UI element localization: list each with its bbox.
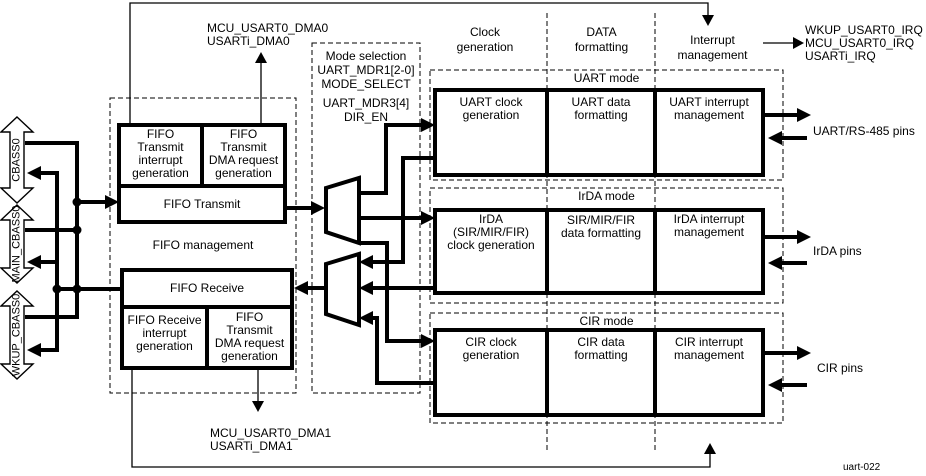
cir-clock-cell-label: CIR clock generation bbox=[462, 335, 520, 362]
uart-pins-in-arrowhead bbox=[768, 131, 782, 145]
bus-label-main-cbass0: MAIN_CBASS0 bbox=[10, 205, 23, 283]
cir-interrupt-cell-label: CIR interrupt management bbox=[673, 335, 745, 362]
fifo-tx-interrupt-label: FIFO Transmit interrupt generation bbox=[132, 127, 189, 180]
rx-interrupt-route bbox=[131, 368, 711, 468]
irda-mode-title: IrDA mode bbox=[578, 189, 635, 203]
dma0-signal-label: MCU_USART0_DMA0 USARTi_DMA0 bbox=[207, 21, 329, 48]
irda-clock-cell-label: IrDA (SIR/MIR/FIR) clock generation bbox=[447, 212, 535, 252]
rx-from-uart bbox=[372, 156, 435, 264]
uart-mode-region bbox=[429, 69, 784, 181]
cir-mode-block bbox=[433, 328, 765, 417]
tx-demux bbox=[324, 175, 361, 246]
uart-data-cell-label: UART data formatting bbox=[571, 95, 631, 122]
fifo-transmit-label: FIFO Transmit bbox=[163, 197, 241, 211]
cir-mode-region bbox=[429, 312, 784, 424]
tx-interrupt-arrowhead bbox=[702, 15, 714, 26]
bus1-rx-arrowhead bbox=[27, 166, 41, 180]
bus-arrows bbox=[0, 116, 35, 380]
rx-mux bbox=[324, 251, 361, 328]
fifo-management-label: FIFO management bbox=[152, 238, 254, 252]
mode-mux-shapes bbox=[324, 175, 361, 328]
mode-block-dividers bbox=[545, 90, 657, 415]
tx-to-cir bbox=[359, 241, 422, 343]
fifo-blocks bbox=[117, 123, 294, 370]
signal-lines bbox=[129, 2, 793, 468]
mode-blocks bbox=[433, 88, 765, 417]
cir-pins-out-arrowhead bbox=[797, 346, 811, 360]
junction-dots bbox=[52, 197, 82, 294]
mode-selection-register1: UART_MDR1[2-0] bbox=[317, 63, 415, 77]
cir-data-cell-label: CIR data formatting bbox=[574, 335, 628, 362]
tx-to-uart bbox=[359, 123, 422, 195]
junction-dot bbox=[72, 197, 82, 207]
mux-in2-arrowhead bbox=[359, 281, 373, 295]
dma1-signal-label: MCU_USART0_DMA1 USARTi_DMA1 bbox=[210, 426, 332, 453]
mux-in1-arrowhead bbox=[359, 255, 373, 269]
mode-selection-field2: DIR_EN bbox=[343, 110, 388, 124]
uart-pins-label: UART/RS-485 pins bbox=[813, 124, 915, 138]
mode-selection-field1: MODE_SELECT bbox=[321, 77, 411, 91]
irq-signal-label: WKUP_USART0_IRQ MCU_USART0_IRQ USARTi_IR… bbox=[805, 23, 923, 63]
bus2-rx-arrowhead bbox=[27, 255, 41, 269]
junction-dot bbox=[72, 284, 82, 294]
cir-pins-in-arrowhead bbox=[768, 378, 782, 392]
irda-mode-block bbox=[433, 208, 765, 295]
uart-interrupt-cell-label: UART interrupt management bbox=[669, 95, 749, 122]
figure-watermark: uart-022 bbox=[843, 462, 881, 473]
rx-interrupt-arrowhead bbox=[704, 443, 716, 454]
cir-tx-arrowhead bbox=[421, 334, 435, 348]
column-header-clock: Clock generation bbox=[456, 25, 514, 54]
junction-dot bbox=[72, 225, 82, 235]
uart-pins-out-arrowhead bbox=[797, 108, 811, 122]
fifo-rx-dma-label: FIFO Transmit DMA request generation bbox=[214, 310, 285, 363]
irda-pins-in-arrowhead bbox=[768, 256, 782, 270]
uart-clock-cell-label: UART clock generation bbox=[459, 95, 523, 122]
irda-pins-label: IrDA pins bbox=[813, 244, 862, 258]
cir-pins-label: CIR pins bbox=[817, 361, 864, 375]
tx-interrupt-route bbox=[129, 2, 709, 125]
bus3-rx-arrowhead bbox=[27, 343, 41, 357]
fifo-rx-interrupt-box bbox=[120, 305, 209, 370]
mux-in3-arrowhead bbox=[359, 311, 373, 325]
wkup-cbass0-bus-arrow bbox=[0, 290, 35, 380]
data-path-lines bbox=[25, 113, 807, 387]
demux-in-arrowhead bbox=[311, 201, 325, 215]
uart-tx-arrowhead bbox=[421, 118, 435, 132]
fifo-rx-dma-box bbox=[205, 305, 294, 370]
dma0-arrowhead bbox=[255, 52, 267, 63]
irda-interrupt-cell-label: IrDA interrupt management bbox=[673, 212, 745, 239]
irda-mode-region bbox=[429, 187, 784, 304]
uart-mode-title: UART mode bbox=[573, 71, 640, 85]
cir-mode-title: CIR mode bbox=[579, 314, 634, 328]
fifo-receive-label: FIFO Receive bbox=[169, 281, 244, 295]
irda-pins-out-arrowhead bbox=[797, 230, 811, 244]
dma1-arrowhead bbox=[252, 401, 264, 412]
fifo-transmit-box bbox=[117, 184, 287, 224]
bus-label-cbass0: CBASS0 bbox=[10, 138, 23, 182]
data-path-arrowheads bbox=[27, 108, 811, 392]
column-header-data: DATA formatting bbox=[574, 25, 629, 54]
main-cbass0-bus-arrow bbox=[0, 204, 35, 284]
uart-mode-block bbox=[433, 88, 765, 177]
irda-data-cell-label: SIR/MIR/FIR data formatting bbox=[560, 213, 642, 240]
signal-arrowheads bbox=[252, 15, 804, 454]
fifo-tx-dma-label: FIFO Transmit DMA request generation bbox=[208, 127, 279, 180]
column-header-interrupt: Interrupt management bbox=[677, 33, 748, 62]
irq-arrowhead bbox=[793, 37, 804, 49]
rx-from-cir bbox=[372, 316, 435, 385]
mode-selection-register2: UART_MDR3[4] bbox=[322, 96, 410, 110]
fifo-rx-interrupt-label: FIFO Receive interrupt generation bbox=[127, 313, 202, 353]
fifo-rx-in-arrowhead bbox=[294, 281, 308, 295]
fifo-tx-feed-arrowhead bbox=[105, 195, 119, 209]
irda-tx-arrowhead bbox=[421, 211, 435, 225]
mode-selection-title: Mode selection bbox=[325, 49, 407, 63]
fifo-management-region bbox=[109, 97, 297, 394]
bus-label-wkup-cbass0: WKUP_CBASS0 bbox=[10, 293, 23, 377]
junction-dot bbox=[52, 284, 62, 294]
cbass0-bus-arrow bbox=[0, 116, 35, 204]
